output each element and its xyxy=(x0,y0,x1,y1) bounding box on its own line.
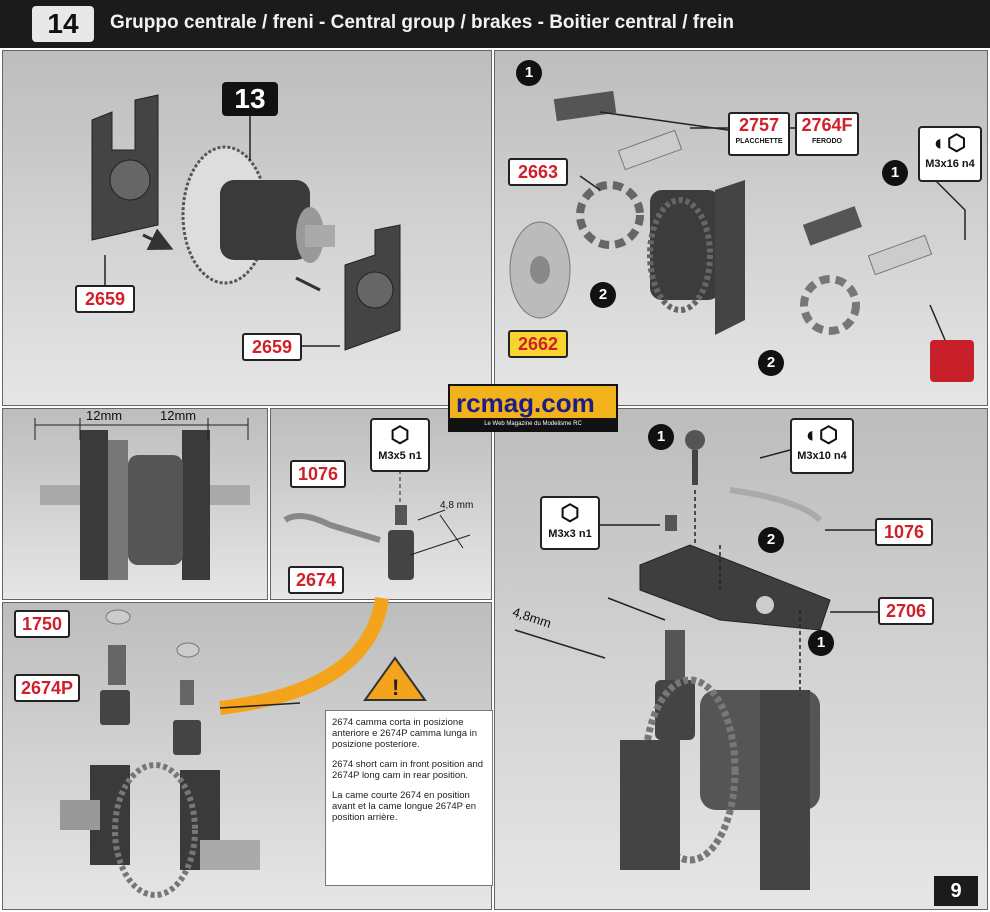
dimension-cam: 4,8 mm xyxy=(440,500,474,511)
cam-position-note: 2674 camma corta in posizione anteriore … xyxy=(325,710,493,886)
screw-m3x3: ⬡ M3x3 n1 xyxy=(540,496,600,550)
screw-m3x10-label: M3x10 n4 xyxy=(797,450,847,462)
hammer-tool-icon xyxy=(930,340,974,382)
rcmag-logo: rcmag.com Le Web Magazine du Modelisme R… xyxy=(448,384,618,432)
ref-1076-small: 1076 xyxy=(290,460,346,488)
note-french: La came courte 2674 en position avant et… xyxy=(332,790,477,823)
step-circle-1-plate: 1 xyxy=(808,630,834,656)
screw-m3x16: ◐⬡ M3x16 n4 xyxy=(918,126,982,182)
screw-m3x10-head-icon: ◐⬡ xyxy=(805,422,839,447)
ref-2659-left: 2659 xyxy=(75,285,135,313)
dimension-left: 12mm xyxy=(86,408,123,423)
ref-2757-label: PLACCHETTE xyxy=(735,138,783,145)
step-circle-1-top: 1 xyxy=(516,60,542,86)
ref-2659-right: 2659 xyxy=(242,333,302,361)
ref-2706: 2706 xyxy=(878,597,934,625)
page-number: 9 xyxy=(934,876,978,906)
screw-m3x10: ◐⬡ M3x10 n4 xyxy=(790,418,854,474)
cam-2674p-drawing xyxy=(60,609,260,898)
step-circle-1-right: 1 xyxy=(882,160,908,186)
ref-2663: 2663 xyxy=(508,158,568,186)
left-diff-mount xyxy=(91,94,159,241)
ref-2674: 2674 xyxy=(288,566,344,594)
ref-2757: 2757 PLACCHETTE xyxy=(728,112,790,156)
logo-brand: rcmag.com xyxy=(456,388,595,418)
step-ref-13: 13 xyxy=(222,82,278,116)
ref-2764f-label: FERODO xyxy=(812,138,842,145)
diff-dimension-drawing xyxy=(34,418,250,580)
step-circle-2-left: 2 xyxy=(590,282,616,308)
logo-tagline: Le Web Magazine du Modelisme RC xyxy=(450,418,616,430)
hex-key-icon: ⬡ xyxy=(390,422,410,447)
screw-m3x16-label: M3x16 n4 xyxy=(925,158,975,170)
brake-assembly xyxy=(509,90,933,335)
hex-key-small-icon: ⬡ xyxy=(560,500,580,525)
right-diff-mount xyxy=(344,224,401,351)
step-circle-2-pin: 2 xyxy=(758,527,784,553)
note-english: 2674 short cam in front position and 267… xyxy=(332,759,484,781)
screw-m3x3-label: M3x3 n1 xyxy=(548,528,592,540)
ref-2757-code: 2757 xyxy=(738,115,780,135)
screw-m3x5-label: M3x5 n1 xyxy=(378,450,422,462)
page-title: Gruppo centrale / freni - Central group … xyxy=(110,12,734,33)
note-italian: 2674 camma corta in posizione anteriore … xyxy=(332,717,478,750)
step-circle-1-screw: 1 xyxy=(648,424,674,450)
ref-2764f: 2764F FERODO xyxy=(795,112,859,156)
ref-2674p: 2674P xyxy=(14,674,80,702)
step-number: 14 xyxy=(32,6,94,42)
brake-plate-drawing xyxy=(620,430,831,890)
dimension-right: 12mm xyxy=(160,408,197,423)
ref-1076: 1076 xyxy=(875,518,933,546)
ref-1750: 1750 xyxy=(14,610,70,638)
header-bar: 14 Gruppo centrale / freni - Central gro… xyxy=(0,0,990,48)
screw-head-icon: ◐⬡ xyxy=(933,130,967,155)
cam-2674-drawing xyxy=(283,470,471,580)
ref-2764f-code: 2764F xyxy=(801,115,853,135)
screw-m3x5: ⬡ M3x5 n1 xyxy=(370,418,430,472)
center-differential xyxy=(181,145,335,285)
step-circle-2-bottom: 2 xyxy=(758,350,784,376)
svg-text:!: ! xyxy=(392,675,399,700)
ref-2662: 2662 xyxy=(508,330,568,358)
